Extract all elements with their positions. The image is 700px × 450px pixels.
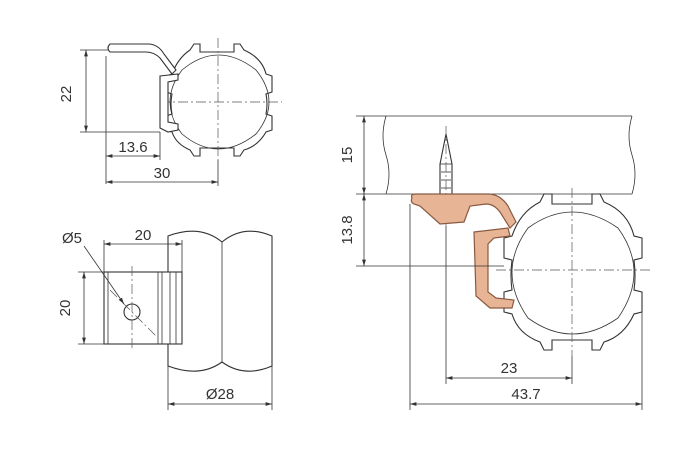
- rail: [382, 115, 636, 195]
- dim-13-6: 13.6: [118, 139, 147, 156]
- bracket: [410, 193, 517, 309]
- dim-43-7: 43.7: [511, 386, 540, 403]
- dim-20-vertical: 20: [57, 300, 74, 317]
- profile-tube-small: [165, 43, 273, 157]
- profile-tube-large: [503, 193, 643, 351]
- dim-22: 22: [58, 86, 75, 103]
- view-right: 15 13.8 23 43.7: [339, 115, 650, 410]
- dim-dia-28: Ø28: [206, 386, 234, 403]
- dim-15: 15: [339, 147, 356, 164]
- dim-dia-5: Ø5: [62, 230, 82, 247]
- clamp-block: [103, 271, 183, 345]
- dim-30: 30: [154, 165, 171, 182]
- clamp-tab-small: [107, 43, 177, 75]
- dim-23: 23: [501, 360, 518, 377]
- clamp-curve-small: [159, 73, 179, 133]
- dim-13-8: 13.8: [339, 215, 356, 244]
- dim-20-horizontal: 20: [135, 227, 152, 244]
- view-bottom-left: Ø5 20 20 Ø28: [57, 227, 273, 410]
- tube-side: [167, 230, 273, 372]
- view-top-left: 22 13.6 30: [58, 38, 282, 186]
